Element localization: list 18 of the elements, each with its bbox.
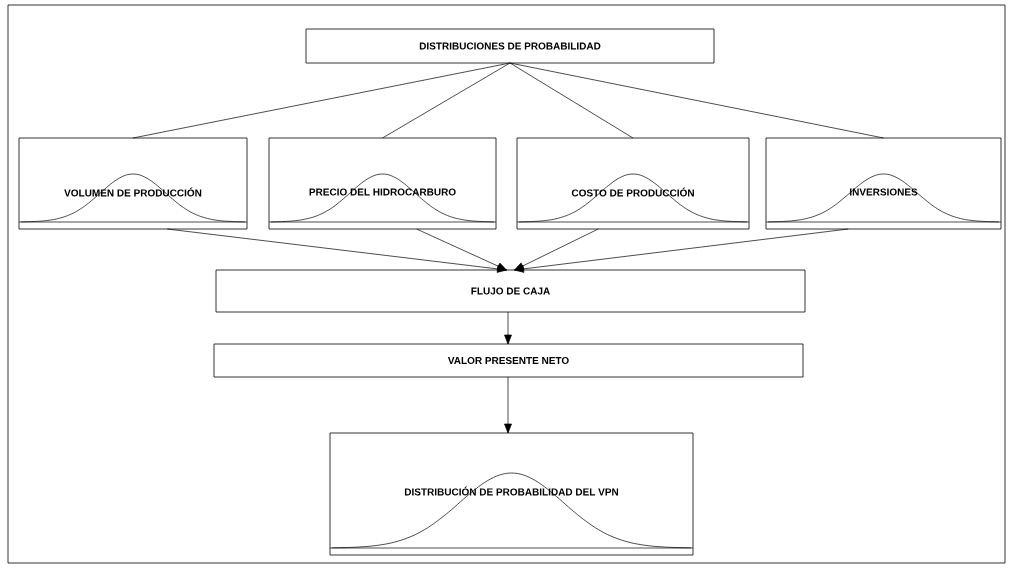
arrow [504,376,512,434]
connector-line [132,62,511,139]
arrow [416,228,507,271]
connector-line [509,62,884,139]
process-box: FLUJO DE CAJA [215,269,806,313]
distribution-box: VOLUMEN DE PRODUCCIÓN [18,137,248,230]
distribution-box: COSTO DE PRODUCCIÓN [516,137,750,230]
arrow [514,228,599,271]
distribution-box: DISTRIBUCIÓN DE PROBABILIDAD DEL VPN [329,432,694,556]
arrow [166,228,507,273]
distribution-box: PRECIO DEL HIDROCARBURO [268,137,497,230]
connector-line [509,62,634,139]
arrow [514,228,849,273]
connector-line [382,62,511,139]
distribution-box: INVERSIONES [765,137,1002,230]
process-box: VALOR PRESENTE NETO [213,343,804,378]
arrow [504,311,512,345]
process-box: DISTRIBUCIONES DE PROBABILIDAD [305,28,715,64]
